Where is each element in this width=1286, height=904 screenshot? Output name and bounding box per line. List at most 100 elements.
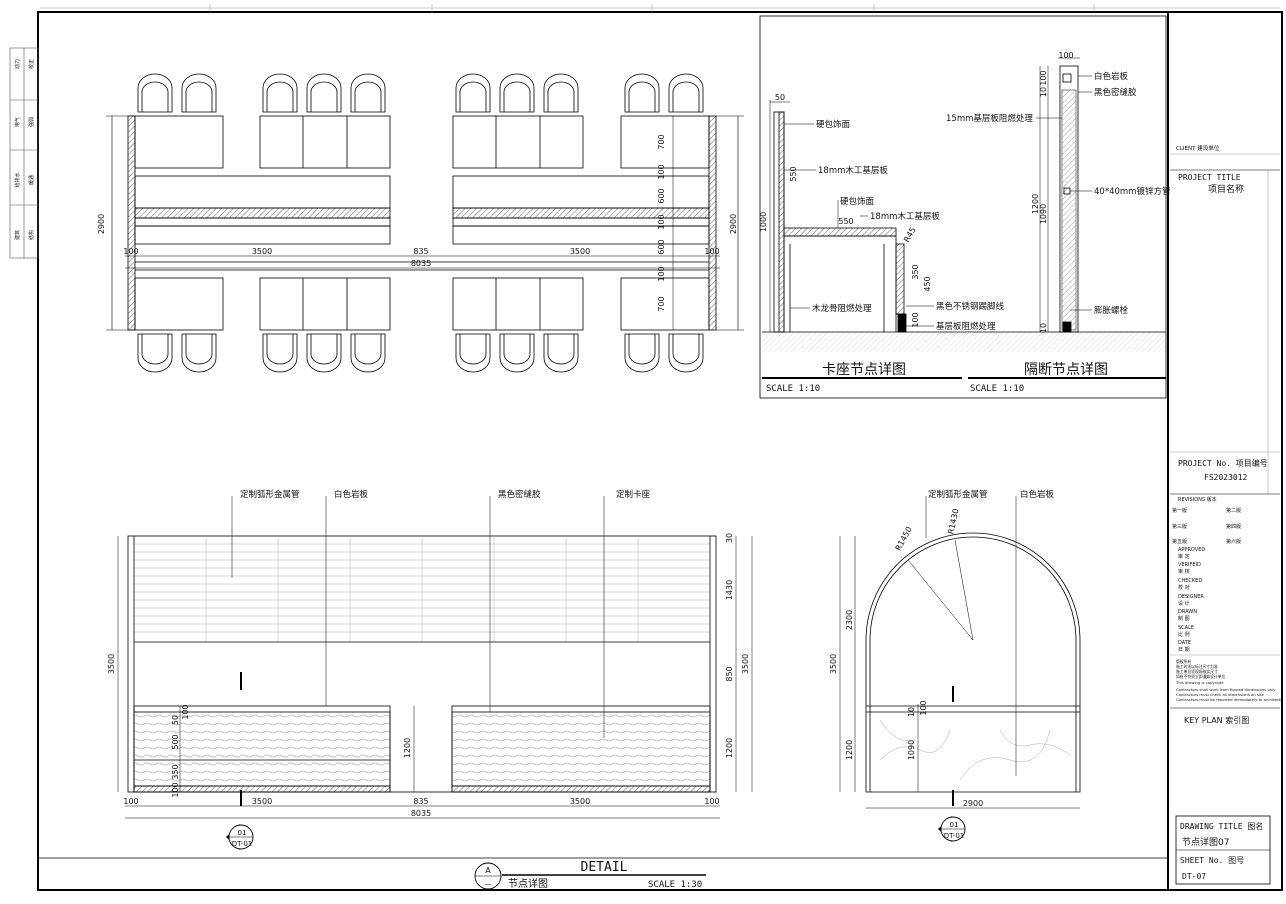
- elevation-label: 黑色密缝胶: [498, 489, 541, 500]
- seat-dim: 450: [923, 276, 932, 291]
- elevation-dim: 850: [725, 666, 734, 681]
- note-line: 施工单位须现场核实尺寸: [1176, 669, 1218, 674]
- footer-scale: SCALE 1:30: [648, 880, 702, 890]
- elevation-bottom-dim: 3500: [570, 797, 590, 806]
- seat-dim: 100: [911, 312, 920, 327]
- seat-label: 木龙骨阻燃处理: [812, 303, 872, 314]
- elevation-dim: 1200: [725, 738, 734, 758]
- elevation-label: 定制弧形金属管: [240, 489, 300, 500]
- plan-inner-dim: 600: [657, 188, 666, 203]
- seat-label: 硬包饰面: [816, 119, 851, 130]
- plan-dim-right: 2900: [729, 214, 738, 234]
- revision-item: 第一版: [1172, 507, 1187, 514]
- note-line: 如有不符须立即通知设计单位: [1176, 674, 1226, 679]
- revision-item: 第五版: [1172, 538, 1187, 545]
- revision-item: 第三版: [1172, 523, 1187, 530]
- strip-label: 电气: [14, 117, 21, 127]
- chairs-bottom: [137, 333, 704, 373]
- strip-label: 建筑: [14, 230, 21, 240]
- elevation-bottom-dim: 835: [413, 797, 428, 806]
- role-en: SCALE: [1178, 625, 1194, 631]
- partition-dim: 10: [1039, 323, 1048, 333]
- strip-label: 校正: [28, 59, 35, 69]
- partition-dim: 100: [1058, 51, 1073, 60]
- note-line: Contractors shall work from figured dime…: [1176, 687, 1276, 692]
- strip-label: 结构: [28, 230, 35, 240]
- arch-dim: 3500: [829, 654, 838, 674]
- note-line: 施工时须以标注尺寸为准: [1176, 664, 1218, 669]
- project-no-value: FS2023012: [1204, 473, 1248, 482]
- role-en: DATE: [1178, 640, 1191, 646]
- drawing-footer-title: A — DETAIL 节点详图 SCALE 1:30: [474, 860, 706, 890]
- arch-dim: 10: [907, 707, 916, 717]
- project-title-value: 项目名称: [1208, 183, 1244, 195]
- seat-label: 黑色不锈钢踢脚线: [936, 301, 1005, 312]
- seat-dim: 350: [911, 264, 920, 279]
- seat-label: 18mm木工基层板: [870, 211, 940, 222]
- role-cn: 校 对: [1178, 584, 1190, 591]
- arch-dim: 1090: [907, 740, 916, 760]
- arch-label: 白色岩板: [1020, 489, 1055, 500]
- elevation-dim: 1200: [403, 738, 412, 758]
- role-en: VERIFEID: [1178, 562, 1201, 568]
- elevation-dim: 3500: [107, 654, 116, 674]
- arch-view: [839, 496, 1081, 809]
- partition-dim: 10: [1039, 87, 1048, 97]
- project-no-label: PROJECT No. 项目编号: [1178, 458, 1268, 468]
- partition-label: 膨胀螺栓: [1094, 305, 1129, 316]
- title-block: CLIENT 建设单位 PROJECT TITLE 项目名称 PROJECT N…: [1170, 144, 1282, 885]
- revision-item: 第四版: [1226, 523, 1241, 530]
- sheet-no-value: DT-07: [1182, 872, 1206, 881]
- role-cn: 制 图: [1178, 615, 1190, 622]
- plan-inner-dim: 600: [657, 239, 666, 254]
- drawing-title-label: DRAWING TITLE 图名: [1180, 821, 1263, 831]
- role-en: DRAWN: [1178, 609, 1197, 615]
- project-title-label: PROJECT TITLE: [1178, 173, 1241, 182]
- note-line: Contractors must be reported immediately…: [1176, 697, 1282, 702]
- key-plan-label: KEY PLAN 索引图: [1184, 715, 1249, 725]
- note-line: This drawing is copyright: [1175, 680, 1224, 685]
- revision-item: 第二版: [1226, 507, 1241, 514]
- note-line: Contractors must check all dimensions on…: [1176, 692, 1264, 697]
- elevation-dim: 500: [171, 734, 180, 749]
- partition-label: 15mm基层板阻燃处理: [946, 113, 1033, 124]
- elevation-dim: 350: [171, 764, 180, 779]
- elevation-label: 定制卡座: [616, 489, 651, 500]
- seat-label: 硬包饰面: [840, 196, 875, 207]
- arch-dim: 100: [919, 700, 928, 715]
- footer-title-cn: 节点详图: [508, 877, 548, 890]
- arch-dim: 1200: [845, 740, 854, 760]
- outer-frame: [37, 11, 1283, 891]
- seat-dim: 1000: [759, 212, 768, 232]
- plan-inner-dim: 100: [657, 214, 666, 229]
- partition-dim: 1200: [1031, 194, 1040, 214]
- plan-bottom-dim: 100: [123, 247, 138, 256]
- section-marker-bottom: DT-01: [232, 840, 252, 848]
- plan-inner-dim: 100: [657, 164, 666, 179]
- elevation-dim: 100: [181, 704, 190, 719]
- partition-detail-title: 隔断节点详图: [1024, 362, 1108, 378]
- elevation-bottom-dim: 3500: [252, 797, 272, 806]
- chairs-top: [137, 73, 704, 113]
- seat-detail-scale: SCALE 1:10: [766, 384, 820, 394]
- arch-dim: 2300: [845, 610, 854, 630]
- role-cn: 审 核: [1178, 568, 1190, 575]
- drawing-title-value: 节点详图07: [1182, 836, 1229, 848]
- partition-detail-scale: SCALE 1:10: [970, 384, 1024, 394]
- note-line: 版权所有: [1176, 659, 1191, 664]
- strip-label: 给排水: [14, 172, 21, 187]
- partition-label: 黑色密缝胶: [1094, 87, 1137, 98]
- role-cn: 日 期: [1178, 647, 1190, 653]
- elevation-dim: 30: [725, 533, 734, 543]
- plan-bottom-dim: 100: [704, 247, 719, 256]
- arch-section-marker: 01 DT-01: [938, 816, 966, 842]
- plan-dim-left: 2900: [97, 214, 106, 234]
- plan-inner-dim: 100: [657, 266, 666, 281]
- partition-label: 40*40mm镀锌方管: [1094, 186, 1170, 197]
- plan-bottom-dim: 3500: [252, 247, 272, 256]
- seat-dim: 550: [838, 217, 853, 226]
- role-cn: 审 定: [1178, 553, 1190, 560]
- revisions-label: REVISIONS 版本: [1178, 496, 1217, 503]
- role-cn: 比 例: [1178, 631, 1190, 638]
